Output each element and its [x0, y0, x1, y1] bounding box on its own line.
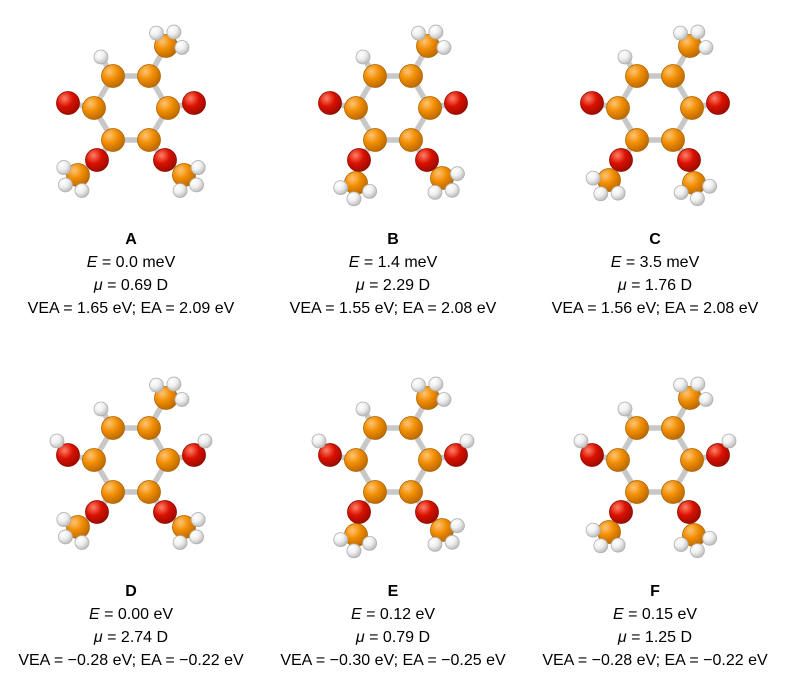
panel-label: E [387, 583, 399, 600]
dipole-symbol: μ [617, 277, 627, 294]
panel-label: D [125, 583, 137, 600]
energy-symbol: E [612, 606, 624, 623]
panel-caption: A E = 0.0 meV μ = 0.69 D VEA = 1.65 eV; … [28, 228, 235, 320]
energy-line: E = 0.12 eV [280, 603, 505, 626]
energy-line: E = 0.00 eV [18, 603, 243, 626]
dipole-symbol: μ [355, 629, 365, 646]
energy-symbol: E [350, 606, 362, 623]
energy-symbol: E [86, 254, 98, 271]
affinity-line: VEA = 1.56 eV; EA = 2.08 eV [551, 300, 759, 317]
molecule-diagram [26, 8, 236, 223]
dipole-line: μ = 1.76 D [552, 274, 759, 297]
panel-a: A E = 0.0 meV μ = 0.69 D VEA = 1.65 eV; … [0, 0, 262, 341]
energy-symbol: E [610, 254, 622, 271]
molecule-diagram [550, 8, 760, 223]
molecule-diagram [288, 360, 498, 575]
dipole-value: = 2.74 D [107, 629, 169, 646]
dipole-symbol: μ [355, 277, 365, 294]
panel-c: C E = 3.5 meV μ = 1.76 D VEA = 1.56 eV; … [524, 0, 786, 341]
panel-caption: F E = 0.15 eV μ = 1.25 D VEA = −0.28 eV;… [542, 580, 767, 672]
affinity-line: VEA = −0.28 eV; EA = −0.22 eV [542, 652, 768, 669]
energy-symbol: E [348, 254, 360, 271]
energy-line: E = 3.5 meV [552, 251, 759, 274]
panel-caption: B E = 1.4 meV μ = 2.29 D VEA = 1.55 eV; … [290, 228, 497, 320]
affinity-line: VEA = −0.28 eV; EA = −0.22 eV [18, 652, 244, 669]
panel-caption: C E = 3.5 meV μ = 1.76 D VEA = 1.56 eV; … [552, 228, 759, 320]
molecule-diagram [550, 360, 760, 575]
dipole-value: = 0.69 D [107, 277, 169, 294]
energy-line: E = 1.4 meV [290, 251, 497, 274]
dipole-line: μ = 2.29 D [290, 274, 497, 297]
energy-line: E = 0.15 eV [542, 603, 767, 626]
dipole-line: μ = 2.74 D [18, 626, 243, 649]
dipole-symbol: μ [93, 277, 103, 294]
energy-value: = 3.5 meV [625, 254, 700, 271]
panel-d: D E = 0.00 eV μ = 2.74 D VEA = −0.28 eV;… [0, 341, 262, 682]
energy-value: = 0.15 eV [628, 606, 698, 623]
affinity-line: VEA = −0.30 eV; EA = −0.25 eV [280, 652, 506, 669]
energy-symbol: E [88, 606, 100, 623]
panel-label: A [125, 231, 137, 248]
panel-e: E E = 0.12 eV μ = 0.79 D VEA = −0.30 eV;… [262, 341, 524, 682]
dipole-line: μ = 0.79 D [280, 626, 505, 649]
dipole-line: μ = 1.25 D [542, 626, 767, 649]
panel-f: F E = 0.15 eV μ = 1.25 D VEA = −0.28 eV;… [524, 341, 786, 682]
panel-label: F [650, 583, 660, 600]
energy-line: E = 0.0 meV [28, 251, 235, 274]
dipole-line: μ = 0.69 D [28, 274, 235, 297]
molecule-diagram [26, 360, 236, 575]
dipole-value: = 2.29 D [369, 277, 431, 294]
panel-label: C [649, 231, 661, 248]
molecule-diagram [288, 8, 498, 223]
dipole-symbol: μ [617, 629, 627, 646]
affinity-line: VEA = 1.55 eV; EA = 2.08 eV [289, 300, 497, 317]
energy-value: = 0.0 meV [101, 254, 176, 271]
panel-label: B [387, 231, 399, 248]
dipole-value: = 0.79 D [369, 629, 431, 646]
energy-value: = 1.4 meV [363, 254, 438, 271]
panel-b: B E = 1.4 meV μ = 2.29 D VEA = 1.55 eV; … [262, 0, 524, 341]
energy-value: = 0.12 eV [366, 606, 436, 623]
panel-caption: D E = 0.00 eV μ = 2.74 D VEA = −0.28 eV;… [18, 580, 243, 672]
dipole-symbol: μ [93, 629, 103, 646]
affinity-line: VEA = 1.65 eV; EA = 2.09 eV [27, 300, 235, 317]
dipole-value: = 1.76 D [631, 277, 693, 294]
dipole-value: = 1.25 D [631, 629, 693, 646]
panel-caption: E E = 0.12 eV μ = 0.79 D VEA = −0.30 eV;… [280, 580, 505, 672]
energy-value: = 0.00 eV [104, 606, 174, 623]
